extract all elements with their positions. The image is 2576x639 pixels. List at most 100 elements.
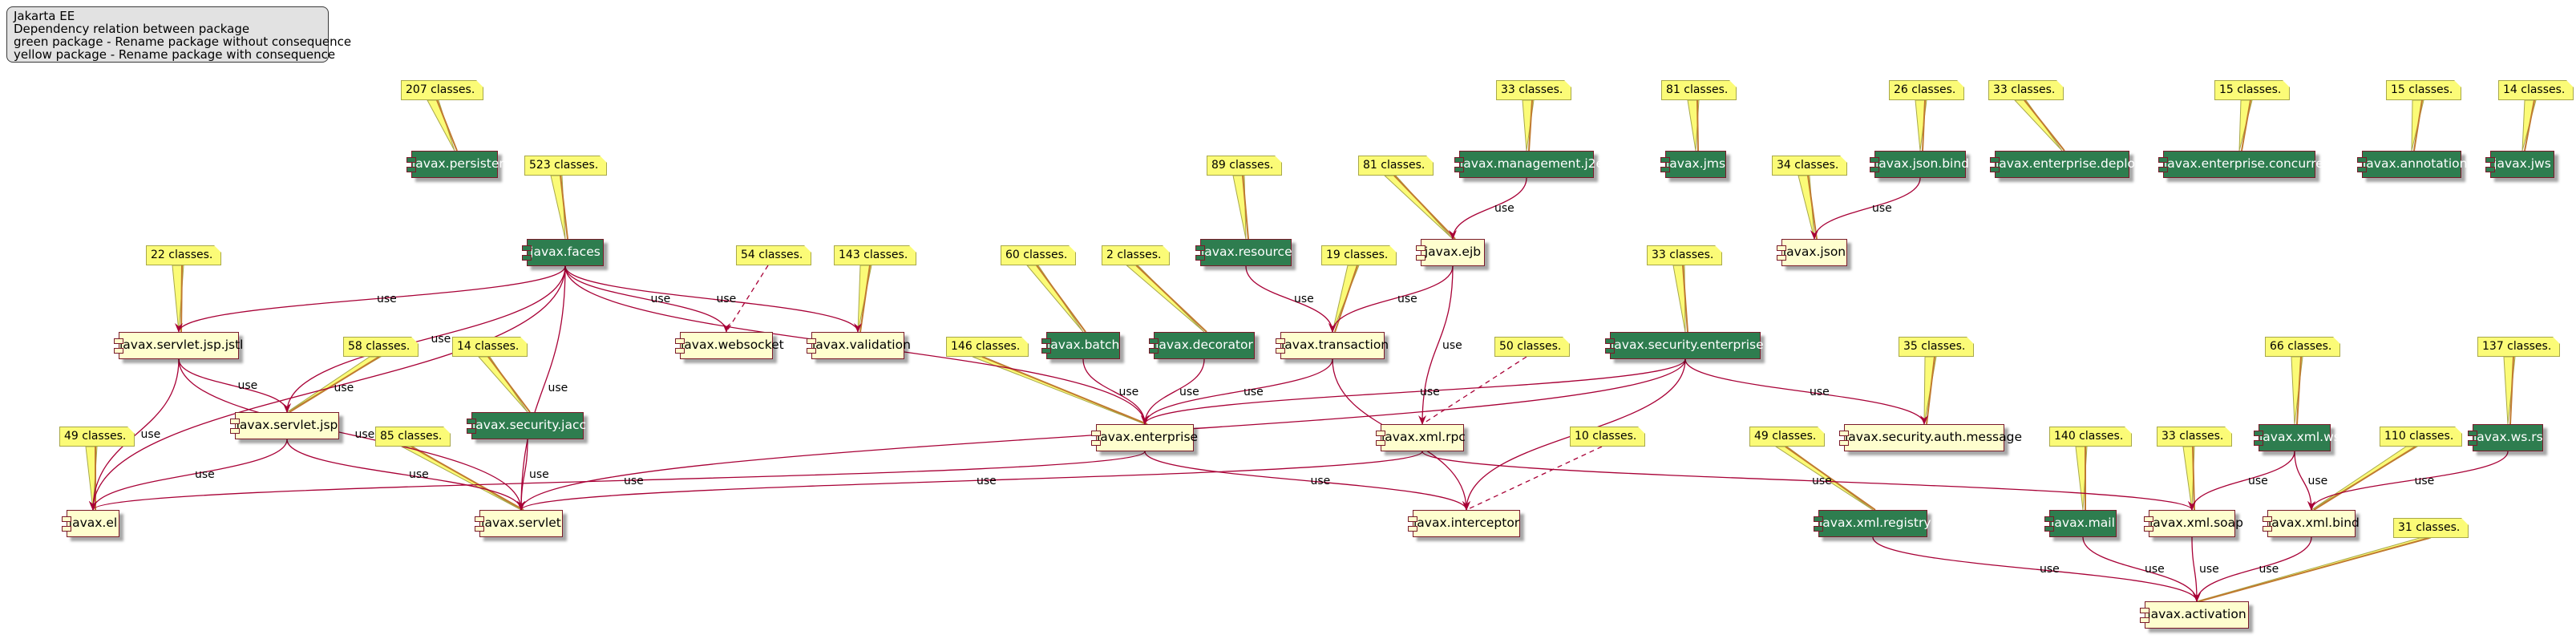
use-label: use — [1244, 385, 1264, 398]
class-count-note: 33 classes. — [1647, 245, 1722, 265]
package-concurrent: javax.enterprise.concurrent — [2158, 151, 2336, 178]
dependency-arrow — [564, 265, 862, 333]
package-batch: javax.batch — [1041, 332, 1120, 359]
component-tab-icon — [1870, 167, 1879, 172]
component-tab-icon — [1416, 245, 1425, 251]
class-count-note: 523 classes. — [524, 156, 607, 176]
component-tab-icon — [1990, 167, 2000, 172]
component-tab-icon — [1454, 157, 1464, 163]
component-tab-icon — [675, 338, 685, 344]
use-label: use — [1812, 474, 1832, 487]
component-tab-icon — [807, 348, 816, 354]
class-count-note: 54 classes. — [736, 245, 811, 265]
component-tab-icon — [675, 348, 685, 354]
note-connector — [726, 265, 769, 333]
use-label: use — [1420, 385, 1440, 398]
use-label: use — [237, 379, 258, 392]
component-tab-icon — [1376, 440, 1385, 446]
note-connector-shadow — [1036, 265, 1086, 333]
component-tab-icon — [1091, 431, 1101, 436]
use-label: use — [195, 468, 215, 481]
note-connector-shadow — [2413, 99, 2423, 152]
component-tab-icon — [1195, 255, 1205, 261]
component-tab-icon — [1276, 348, 1285, 354]
package-label: javax.xml.rpc — [1381, 430, 1466, 444]
use-label: use — [431, 333, 451, 346]
component-tab-icon — [2468, 431, 2477, 436]
component-tab-icon — [1777, 245, 1786, 251]
note-connector-shadow — [1785, 446, 1876, 511]
note-connector-shadow — [180, 265, 183, 333]
use-label: use — [2248, 474, 2268, 487]
component-tab-icon — [2140, 617, 2149, 623]
component-tab-icon — [1041, 338, 1051, 344]
use-label: use — [1294, 293, 1314, 305]
note-connector-shadow — [2024, 99, 2065, 152]
dependency-arrow — [1810, 177, 1921, 240]
use-label: use — [1494, 202, 1514, 215]
use-label: use — [650, 293, 671, 305]
dependency-arrow — [1418, 265, 1454, 425]
class-count-note: 14 classes. — [2498, 80, 2574, 100]
class-count-note: 207 classes. — [401, 80, 483, 100]
package-label: javax.mail — [2051, 516, 2115, 530]
class-count-note: 58 classes. — [343, 337, 419, 357]
dependency-arrow — [517, 439, 528, 511]
dependency-arrow — [1141, 358, 1333, 425]
use-label: use — [1810, 385, 1830, 398]
package-label: javax.xml.registry — [1819, 516, 1931, 530]
component-tab-icon — [1276, 338, 1285, 344]
dependency-arrow — [283, 265, 566, 413]
package-label: javax.json — [1782, 245, 1846, 259]
class-count-note: 89 classes. — [1207, 156, 1282, 176]
legend-yellow-meaning: yellow package - Rename package with con… — [14, 47, 336, 62]
component-tab-icon — [1660, 167, 1670, 172]
package-label: javax.validation — [812, 338, 911, 352]
use-label: use — [1397, 293, 1417, 305]
note-connector-shadow — [2192, 446, 2195, 511]
class-count-note: 81 classes. — [1661, 80, 1737, 100]
use-label: use — [1872, 202, 1892, 215]
class-count-note: 140 classes. — [2049, 427, 2132, 447]
component-tab-icon — [1376, 431, 1385, 436]
package-label: javax.servlet.jsp — [236, 418, 338, 432]
class-count-note: 137 classes. — [2477, 337, 2560, 357]
dependency-arrow — [1328, 265, 1454, 333]
package-label: javax.batch — [1047, 338, 1120, 352]
package-registry: javax.xml.registry — [1814, 510, 1931, 537]
component-tab-icon — [1839, 440, 1849, 446]
note-connector — [1025, 265, 1084, 333]
legend-title: Jakarta EE — [14, 9, 75, 23]
dependency-arrow — [1872, 536, 2201, 602]
component-tab-icon — [467, 428, 476, 434]
note-connector — [550, 175, 566, 240]
component-tab-icon — [1990, 157, 2000, 163]
use-label: use — [716, 293, 737, 305]
component-tab-icon — [62, 526, 71, 532]
package-interceptor: javax.interceptor — [1408, 510, 1520, 537]
package-label: javax.json.bind — [1875, 156, 1969, 171]
use-label: use — [529, 468, 549, 481]
package-label: javax.resource — [1201, 245, 1292, 259]
component-tab-icon — [807, 338, 816, 344]
package-json: javax.json — [1777, 239, 1847, 266]
component-tab-icon — [1814, 516, 1823, 522]
package-deploy: javax.enterprise.deploy — [1990, 151, 2142, 178]
use-label: use — [624, 474, 644, 487]
component-tab-icon — [230, 419, 240, 424]
class-count-note: 143 classes. — [834, 245, 916, 265]
package-annotation: javax.annotation — [2357, 151, 2467, 178]
class-count-note: 50 classes. — [1494, 337, 1570, 357]
note-connector — [1421, 356, 1527, 425]
package-jms: javax.jms — [1660, 151, 1726, 178]
use-label: use — [2145, 563, 2165, 576]
class-count-note: 14 classes. — [452, 337, 528, 357]
use-label: use — [1118, 385, 1139, 398]
note-connector-shadow — [2313, 446, 2416, 511]
package-label: javax.jws — [2493, 156, 2551, 171]
dependency-arrow — [1141, 358, 1686, 425]
dependency-arrow — [1684, 358, 1928, 425]
class-count-note: 10 classes. — [1570, 427, 1645, 447]
dependency-arrow — [175, 265, 566, 333]
